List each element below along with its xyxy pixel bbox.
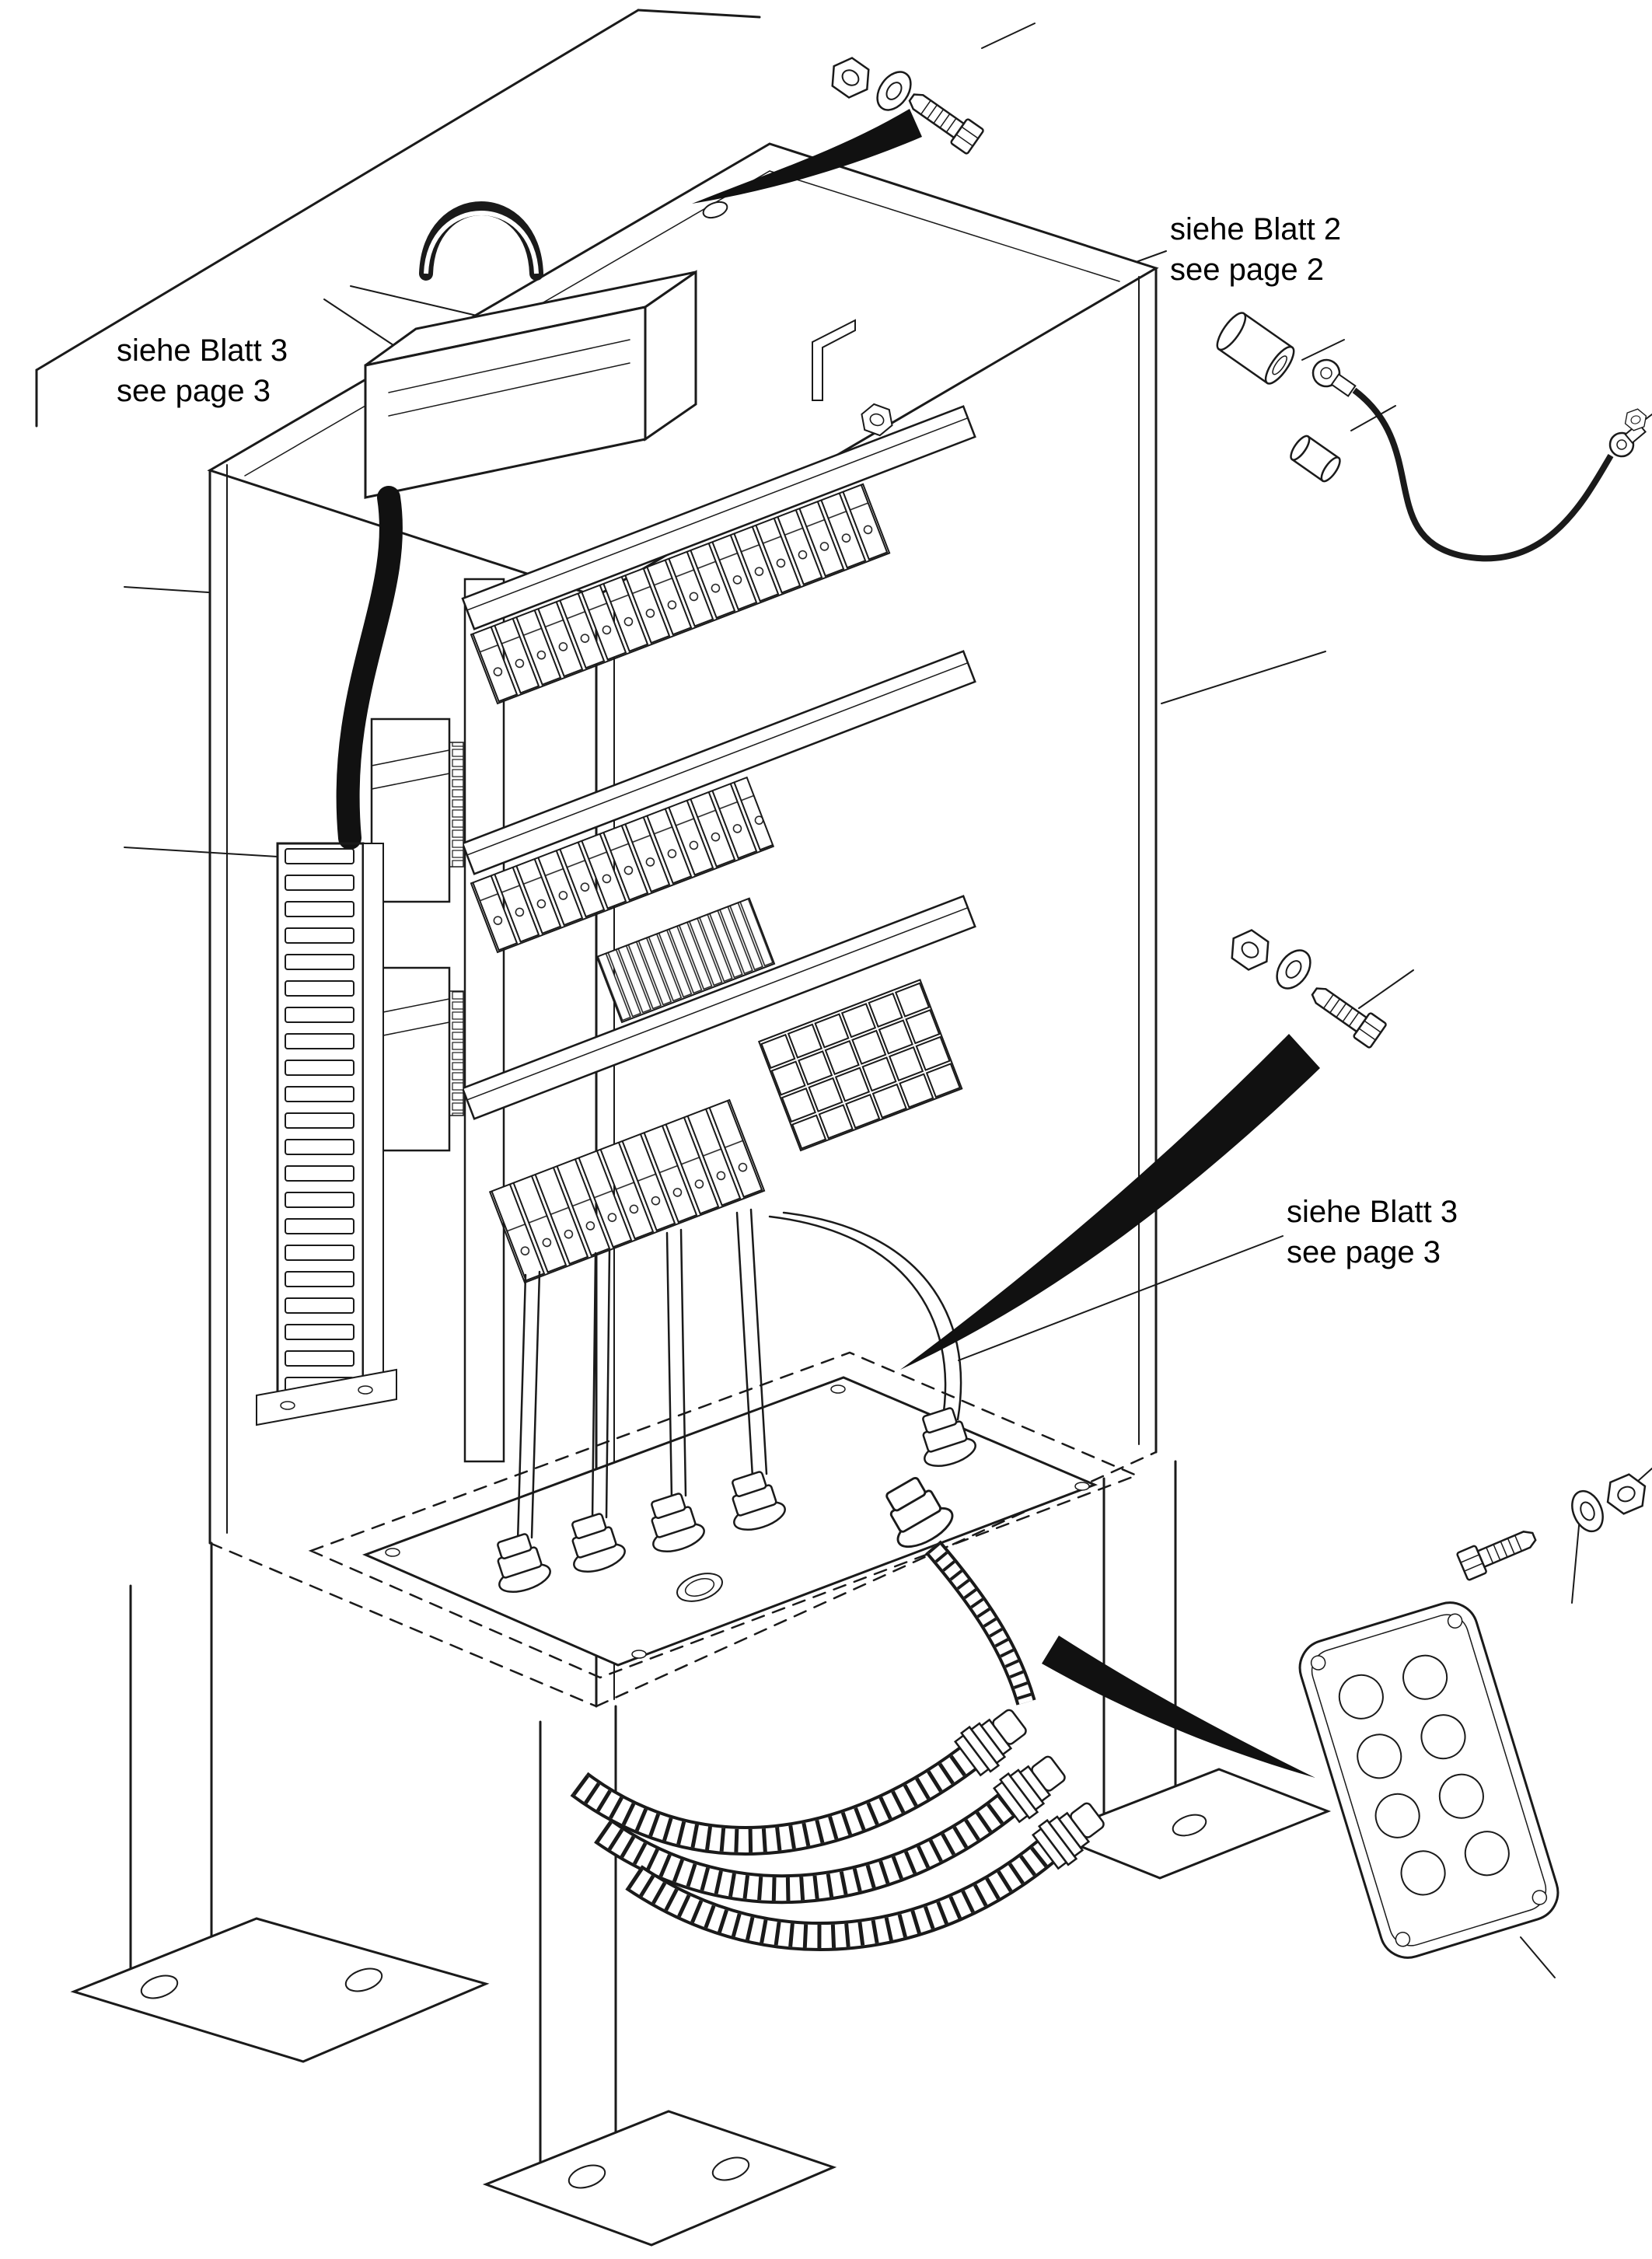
door-outline xyxy=(35,9,761,428)
washer-icon xyxy=(1565,1485,1610,1538)
foot-plate-left xyxy=(70,1917,490,2063)
bottom-cables xyxy=(485,1208,980,1599)
note-top-left-line2: see page 3 xyxy=(117,374,271,408)
io-module-2 xyxy=(370,966,464,1152)
top-bracket xyxy=(812,319,856,401)
hex-nut-icon xyxy=(1600,1469,1652,1519)
fastener-set-middle xyxy=(1222,923,1388,1049)
din-rail-3 xyxy=(461,895,976,1120)
direction-arrow-bottom xyxy=(1042,1636,1315,1778)
terminal-row-1 xyxy=(470,483,891,705)
terminal-row-2 xyxy=(470,776,775,954)
hose-1 xyxy=(570,1699,1035,1856)
hex-bolt-icon xyxy=(902,84,985,155)
corrugated-hoses xyxy=(570,1540,1112,1951)
note-top-right-line1: siehe Blatt 2 xyxy=(1170,212,1341,246)
io-module-1 xyxy=(370,718,464,903)
ring-terminal-2 xyxy=(1608,422,1647,458)
fuse-block-grid xyxy=(757,979,963,1152)
electronics-module xyxy=(364,270,697,499)
ring-terminal-1 xyxy=(1311,358,1357,397)
hose-3 xyxy=(625,1793,1112,1951)
terminal-row-3 xyxy=(488,1098,766,1284)
hex-nut-small-icon xyxy=(1621,407,1650,433)
support-channel xyxy=(463,578,505,1463)
hose-short xyxy=(925,1540,1036,1706)
ground-cable xyxy=(1352,387,1614,562)
hex-bolt-icon xyxy=(1304,978,1388,1049)
foot-plate-center xyxy=(482,2110,837,2247)
top-mounting-hole xyxy=(702,201,728,219)
gland-plate-area xyxy=(308,1351,1140,1679)
hex-nut-icon xyxy=(1222,923,1278,977)
ground-strap-assembly xyxy=(1216,312,1650,562)
wiring-duct xyxy=(256,842,397,1426)
terminal-comb-strip xyxy=(595,897,776,1024)
hose-2 xyxy=(594,1746,1074,1905)
cable-handle-loop xyxy=(419,201,543,281)
direction-arrow-middle xyxy=(900,1034,1320,1370)
black-supply-cable xyxy=(336,486,403,850)
washer-icon xyxy=(1269,943,1318,996)
gland-cover-plate xyxy=(1298,1601,1559,1959)
hex-nut-icon xyxy=(823,51,878,105)
duct-bracket xyxy=(256,1368,397,1426)
direction-arrow-top xyxy=(692,109,922,204)
note-top-right-line2: see page 2 xyxy=(1170,253,1324,287)
hex-bolt-icon xyxy=(1455,1521,1541,1582)
interior-assembly xyxy=(256,201,976,1463)
din-rail-2 xyxy=(461,650,976,875)
ferrule-small xyxy=(1290,435,1341,483)
stand xyxy=(70,1460,1332,2247)
fastener-set-bottom xyxy=(1455,1469,1652,1582)
note-mid-right-line2: see page 3 xyxy=(1287,1235,1441,1269)
washer-icon xyxy=(869,65,919,117)
note-top-left-line1: siehe Blatt 3 xyxy=(117,333,288,368)
ferrule-large xyxy=(1216,312,1295,385)
note-mid-right-line1: siehe Blatt 3 xyxy=(1287,1195,1458,1229)
din-rail-1 xyxy=(461,405,976,630)
